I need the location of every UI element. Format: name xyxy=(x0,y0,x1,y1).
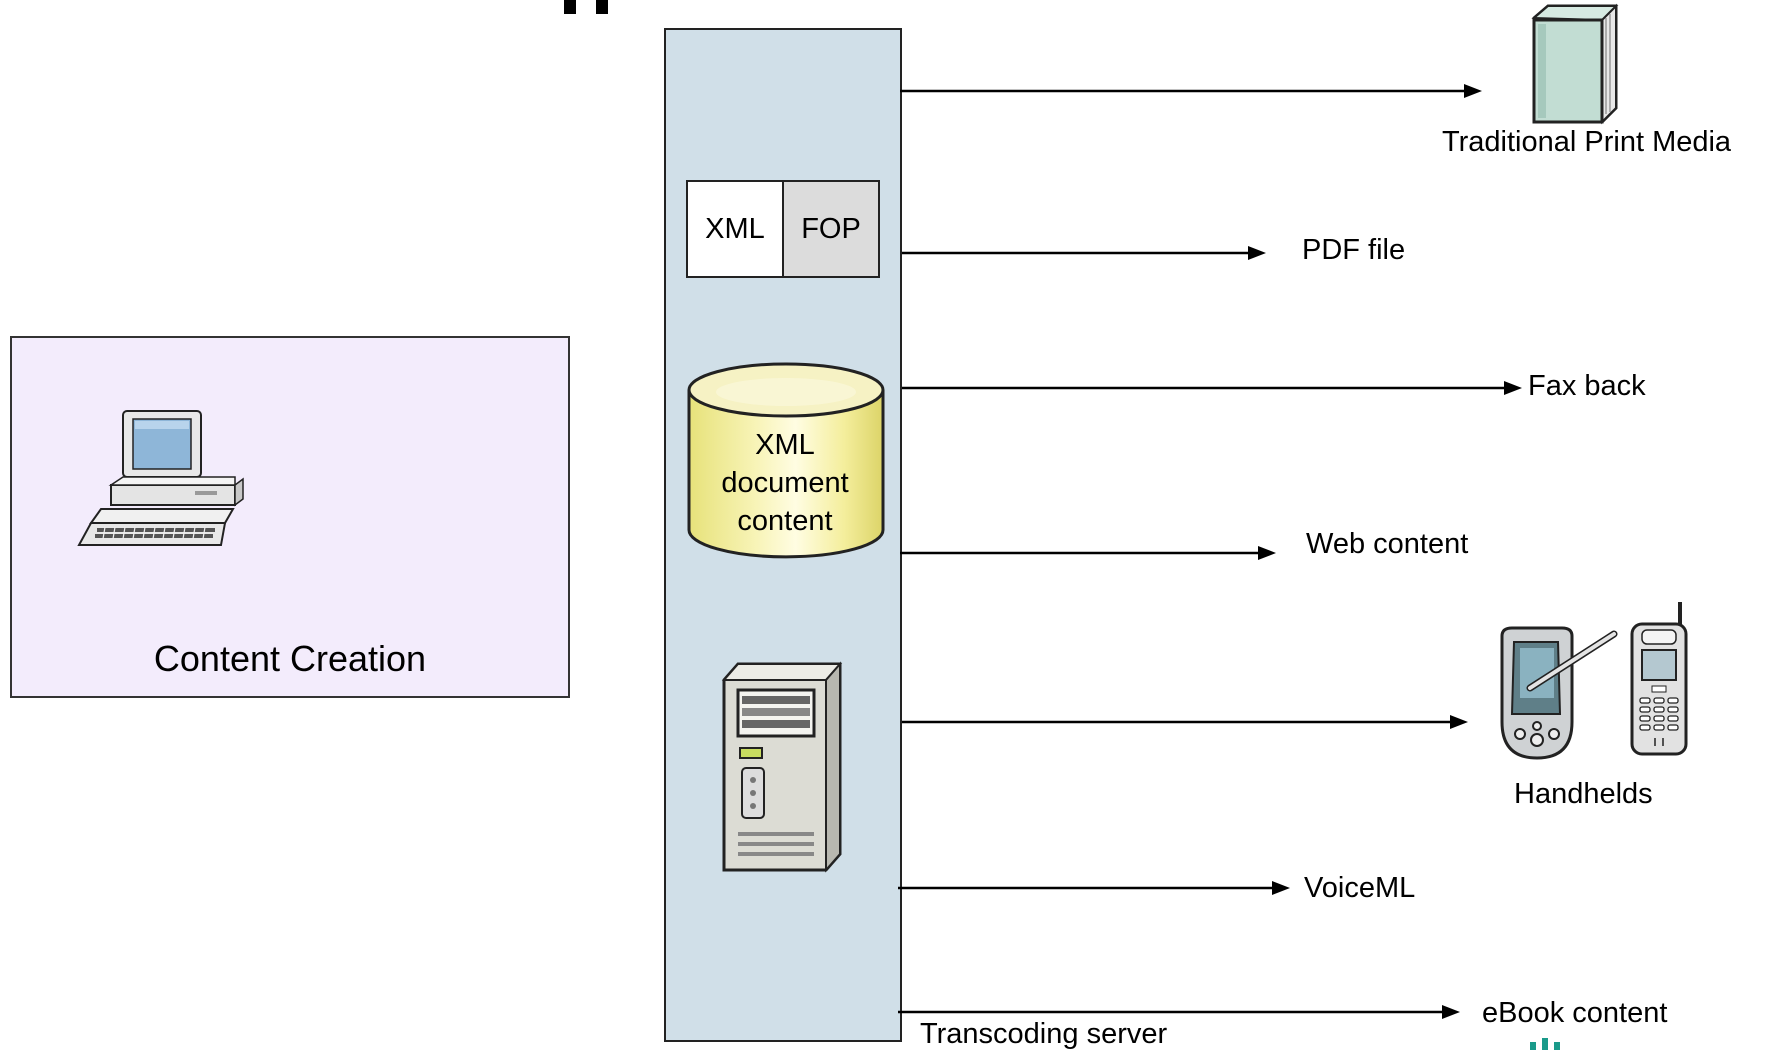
output-label-ebook: eBook content xyxy=(1482,997,1668,1029)
arrowhead-voice xyxy=(1272,881,1290,895)
output-label-handhelds: Handhelds xyxy=(1514,778,1653,810)
arrowhead-fax xyxy=(1504,381,1522,395)
xml-box: XML xyxy=(686,180,784,278)
database-cylinder-icon xyxy=(687,362,885,559)
mobile-phone-icon xyxy=(1630,602,1688,756)
database-line-1: XML xyxy=(755,429,815,461)
arrowhead-web xyxy=(1258,546,1276,560)
arrowhead-ebook xyxy=(1442,1005,1460,1019)
ebook-logo-fragment xyxy=(1530,1038,1560,1050)
database-label: XML document content xyxy=(690,426,880,540)
tower-server-icon xyxy=(721,661,843,873)
pda-icon xyxy=(1500,626,1618,760)
arrowhead-print xyxy=(1464,84,1482,98)
arrowhead-pdf xyxy=(1248,246,1266,260)
arrowhead-handhelds xyxy=(1450,715,1468,729)
output-label-web: Web content xyxy=(1306,528,1469,560)
database-line-3: content xyxy=(737,505,833,537)
output-label-fax: Fax back xyxy=(1528,370,1646,402)
fop-box: FOP xyxy=(782,180,880,278)
content-creation-label: Content Creation xyxy=(153,638,427,679)
desktop-computer-icon xyxy=(77,410,244,546)
output-label-voice: VoiceML xyxy=(1304,872,1416,904)
output-label-pdf: PDF file xyxy=(1302,234,1406,266)
title-fragment xyxy=(564,0,608,14)
transcoding-server-label: Transcoding server xyxy=(920,1018,1168,1050)
output-label-print: Traditional Print Media xyxy=(1442,126,1732,158)
database-line-2: document xyxy=(721,467,849,499)
book-icon xyxy=(1531,3,1619,125)
